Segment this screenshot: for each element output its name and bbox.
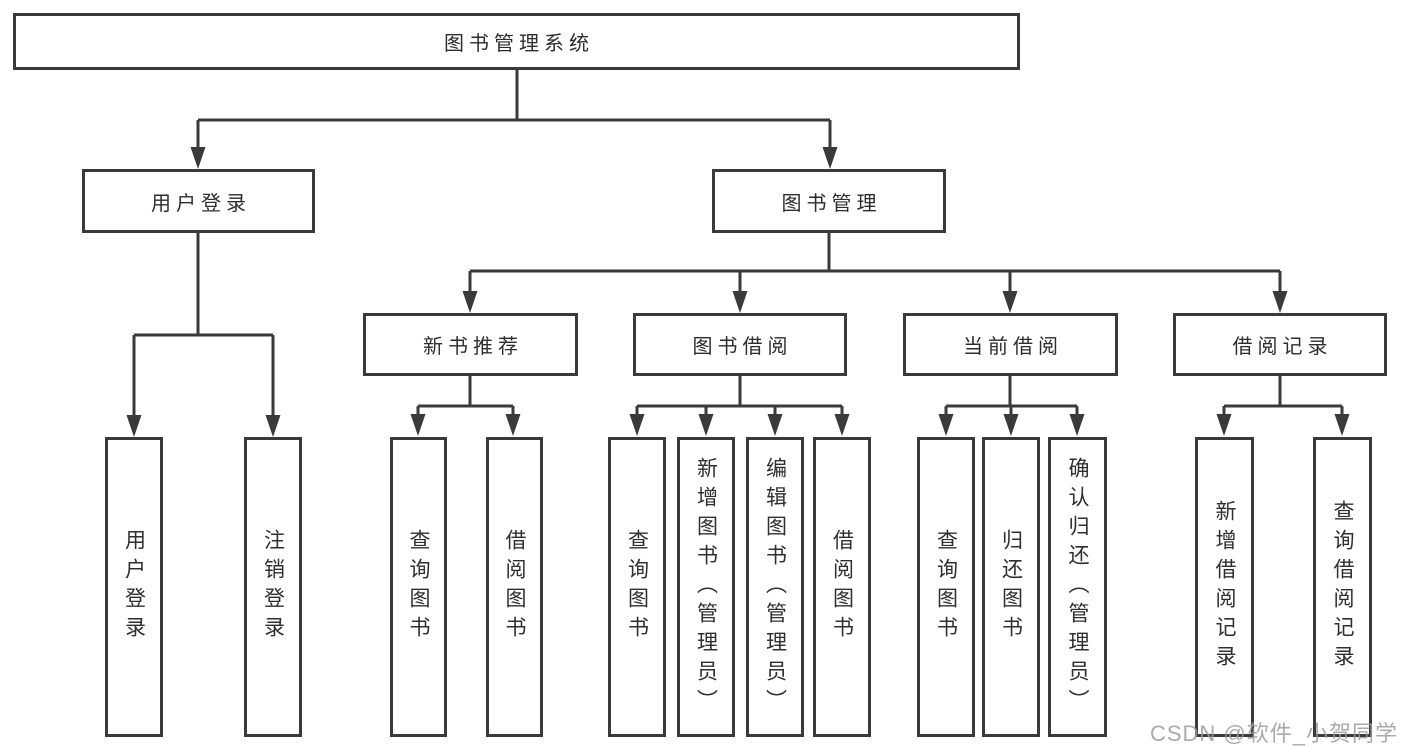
arrowhead-icon: [126, 415, 142, 437]
leaf-query-book-borrow: 查询图书: [608, 437, 666, 737]
arrowhead-icon: [1334, 414, 1350, 436]
arrowhead-icon: [1002, 291, 1018, 313]
leaf-return-book-label: 归还图书: [999, 529, 1023, 645]
leaf-add-borrow-record: 新增借阅记录: [1195, 437, 1254, 737]
arrowhead-icon: [190, 147, 206, 169]
arrowheads: [126, 147, 1350, 437]
leaf-edit-book-label: 编辑图书（管理员）: [763, 456, 787, 718]
node-new-book-rec-label: 新书推荐: [423, 336, 523, 358]
leaf-logout-label: 注销登录: [261, 529, 285, 645]
leaf-logout: 注销登录: [244, 437, 302, 737]
arrowhead-icon: [265, 415, 281, 437]
leaf-edit-book: 编辑图书（管理员）: [746, 437, 804, 737]
arrowhead-icon: [410, 414, 426, 436]
arrowhead-icon: [1069, 414, 1085, 436]
node-book-mgmt-label: 图书管理: [781, 192, 882, 215]
arrowhead-icon: [629, 414, 645, 436]
arrowhead-icon: [698, 414, 714, 436]
arrowhead-icon: [1003, 414, 1019, 436]
node-user-login-label: 用户登录: [151, 192, 251, 215]
node-book-mgmt: 图书管理: [712, 169, 946, 233]
arrowhead-icon: [732, 291, 748, 313]
node-borrow-record: 借阅记录: [1173, 313, 1387, 376]
node-new-book-rec: 新书推荐: [363, 313, 578, 376]
connector-path: [132, 70, 1344, 417]
leaf-query-borrow-record-label: 查询借阅记录: [1331, 500, 1354, 674]
node-book-borrow-label: 图书借阅: [692, 336, 793, 358]
node-borrow-record-label: 借阅记录: [1232, 336, 1333, 358]
leaf-query-book-rec: 查询图书: [390, 437, 447, 737]
leaf-query-book-borrow-label: 查询图书: [625, 529, 649, 645]
arrowhead-icon: [462, 291, 478, 313]
leaf-query-borrow-record: 查询借阅记录: [1313, 437, 1372, 737]
node-current-borrow: 当前借阅: [903, 313, 1118, 376]
arrowhead-icon: [505, 414, 521, 436]
watermark: CSDN @软件_小贺同学: [1149, 721, 1398, 746]
leaf-query-book-current: 查询图书: [917, 437, 975, 737]
arrowhead-icon: [822, 147, 838, 169]
leaf-borrow-book-2-label: 借阅图书: [830, 529, 854, 645]
arrowhead-icon: [1216, 414, 1232, 436]
leaf-add-book-label: 新增图书（管理员）: [694, 456, 718, 718]
leaf-add-book: 新增图书（管理员）: [677, 437, 735, 737]
node-user-login: 用户登录: [82, 169, 315, 233]
leaf-return-book: 归还图书: [982, 437, 1040, 737]
arrowhead-icon: [834, 414, 850, 436]
node-root: 图书管理系统: [13, 13, 1020, 70]
leaf-confirm-return: 确认归还（管理员）: [1048, 437, 1107, 737]
leaf-borrow-book-2: 借阅图书: [813, 437, 871, 737]
leaf-user-login: 用户登录: [105, 437, 163, 737]
leaf-query-book-rec-label: 查询图书: [407, 529, 430, 645]
node-root-label: 图书管理系统: [444, 33, 594, 55]
leaf-user-login-label: 用户登录: [122, 529, 146, 645]
arrowhead-icon: [1272, 291, 1288, 313]
arrowhead-icon: [938, 414, 954, 436]
leaf-borrow-book-rec: 借阅图书: [486, 437, 543, 737]
leaf-confirm-return-label: 确认归还（管理员）: [1066, 456, 1089, 718]
leaf-add-borrow-record-label: 新增借阅记录: [1213, 500, 1236, 674]
node-current-borrow-label: 当前借阅: [963, 336, 1063, 358]
leaf-borrow-book-rec-label: 借阅图书: [503, 529, 526, 645]
node-book-borrow: 图书借阅: [633, 313, 847, 376]
arrowhead-icon: [767, 414, 783, 436]
leaf-query-book-current-label: 查询图书: [934, 529, 958, 645]
